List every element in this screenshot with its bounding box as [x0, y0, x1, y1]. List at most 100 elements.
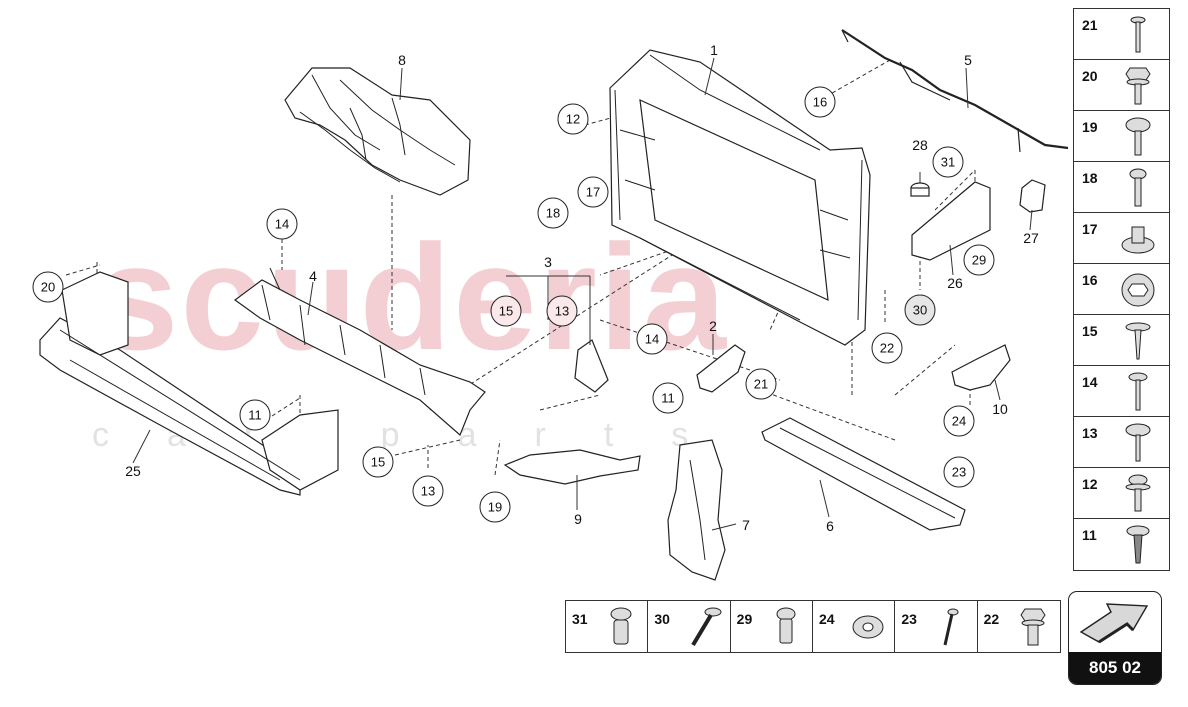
callout-12: 12 — [557, 103, 589, 135]
underbody-panel-part — [761, 417, 966, 531]
combi-screw-icon — [1125, 474, 1151, 512]
spline-bolt-icon — [610, 607, 632, 645]
part-label-5: 5 — [964, 52, 972, 68]
svg-text:21: 21 — [754, 377, 768, 392]
callout-31: 31 — [932, 146, 964, 178]
crash-box-part — [911, 181, 991, 261]
svg-text:20: 20 — [41, 280, 55, 295]
part-label-27: 27 — [1023, 230, 1039, 246]
air-duct-part — [284, 67, 471, 196]
callout-29: 29 — [963, 244, 995, 276]
callout-22: 22 — [871, 332, 903, 364]
hex-flange-bolt-icon — [1020, 608, 1046, 646]
callout-14: 14 — [636, 323, 668, 355]
svg-text:30: 30 — [913, 303, 927, 318]
callout-11: 11 — [239, 399, 271, 431]
svg-text:14: 14 — [645, 332, 659, 347]
washer-icon — [852, 615, 884, 639]
grommet-part — [910, 182, 930, 197]
support-arm-part — [503, 449, 641, 485]
legend-number: 13 — [1082, 425, 1098, 441]
legend-number: 16 — [1082, 272, 1098, 288]
hex-flange-bolt-icon — [1125, 67, 1151, 105]
legend-number: 29 — [736, 611, 753, 627]
legend-number: 18 — [1082, 170, 1098, 186]
callout-19: 19 — [479, 491, 511, 523]
svg-text:13: 13 — [555, 304, 569, 319]
part-label-9: 9 — [574, 511, 582, 527]
legend-cell-11: 11 — [1074, 519, 1169, 570]
svg-text:13: 13 — [421, 484, 435, 499]
callout-13: 13 — [412, 475, 444, 507]
fastener-legend-bottom: 31 30 29 24 23 22 — [565, 600, 1061, 653]
part-label-6: 6 — [826, 518, 834, 534]
clip-bracket-part — [1019, 179, 1046, 213]
self-tapping-screw-icon — [1125, 322, 1151, 360]
part-label-4: 4 — [309, 268, 317, 284]
part-label-3: 3 — [544, 254, 552, 270]
callout-15: 15 — [490, 295, 522, 327]
stud-bolt-icon — [1130, 16, 1146, 53]
legend-cell-16: 16 — [1074, 264, 1169, 315]
legend-cell-29: 29 — [731, 601, 813, 652]
legend-cell-20: 20 — [1074, 60, 1169, 111]
svg-text:11: 11 — [248, 408, 262, 423]
svg-text:15: 15 — [499, 304, 513, 319]
svg-text:14: 14 — [275, 217, 289, 232]
legend-cell-15: 15 — [1074, 315, 1169, 366]
legend-cell-18: 18 — [1074, 162, 1169, 213]
svg-text:12: 12 — [566, 112, 580, 127]
long-bolt-icon — [691, 607, 722, 647]
callout-24: 24 — [943, 405, 975, 437]
direction-arrow-icon — [1079, 603, 1149, 644]
svg-text:15: 15 — [371, 455, 385, 470]
svg-text:22: 22 — [880, 341, 894, 356]
part-label-7: 7 — [742, 517, 750, 533]
part-label-1: 1 — [710, 42, 718, 58]
callout-13: 13 — [546, 295, 578, 327]
part-number-labels: 1 2 3 4 5 6 7 8 9 10 25 26 27 28 — [125, 42, 1039, 534]
part-label-26: 26 — [947, 275, 963, 291]
plastic-clip-icon — [1121, 226, 1155, 254]
legend-cell-21: 21 — [1074, 9, 1169, 60]
legend-number: 31 — [572, 611, 588, 627]
callout-18: 18 — [537, 197, 569, 229]
tapping-screw-icon — [1126, 525, 1150, 564]
svg-text:17: 17 — [586, 185, 600, 200]
legend-number: 24 — [818, 611, 835, 627]
svg-text:24: 24 — [952, 414, 966, 429]
legend-number: 11 — [1082, 527, 1097, 543]
callout-14: 14 — [266, 208, 298, 240]
air-guide-part — [667, 439, 726, 581]
callout-circles: 12 16 17 18 14 20 15 13 14 11 21 11 15 1… — [32, 86, 995, 523]
leader-lines — [132, 57, 1033, 531]
legend-cell-19: 19 — [1074, 111, 1169, 162]
bracket-part-3 — [574, 339, 609, 393]
side-bracket-part — [951, 344, 1011, 391]
thin-bolt-icon — [943, 608, 959, 646]
svg-text:29: 29 — [972, 253, 986, 268]
legend-number: 21 — [1082, 17, 1098, 33]
bracket-part-2 — [696, 344, 746, 393]
svg-text:19: 19 — [488, 500, 502, 515]
legend-number: 12 — [1082, 476, 1098, 492]
legend-number: 14 — [1082, 374, 1098, 390]
callout-21: 21 — [745, 368, 777, 400]
diagram-reference-box: 805 02 — [1068, 591, 1162, 685]
legend-number: 20 — [1082, 68, 1098, 84]
fastener-legend-right: 21 20 19 18 17 16 15 14 13 12 11 — [1073, 8, 1170, 571]
svg-text:16: 16 — [813, 95, 827, 110]
part-label-2: 2 — [709, 318, 717, 334]
flange-screw-icon — [1125, 423, 1151, 462]
part-label-8: 8 — [398, 52, 406, 68]
callout-15: 15 — [362, 446, 394, 478]
legend-cell-24: 24 — [813, 601, 896, 652]
legend-number: 22 — [983, 611, 1000, 627]
svg-text:18: 18 — [546, 206, 560, 221]
callout-30: 30 — [904, 294, 936, 326]
legend-cell-17: 17 — [1074, 213, 1169, 264]
legend-cell-30: 30 — [648, 601, 731, 652]
part-label-25: 25 — [125, 463, 141, 479]
washer-head-screw-icon — [1125, 117, 1151, 156]
